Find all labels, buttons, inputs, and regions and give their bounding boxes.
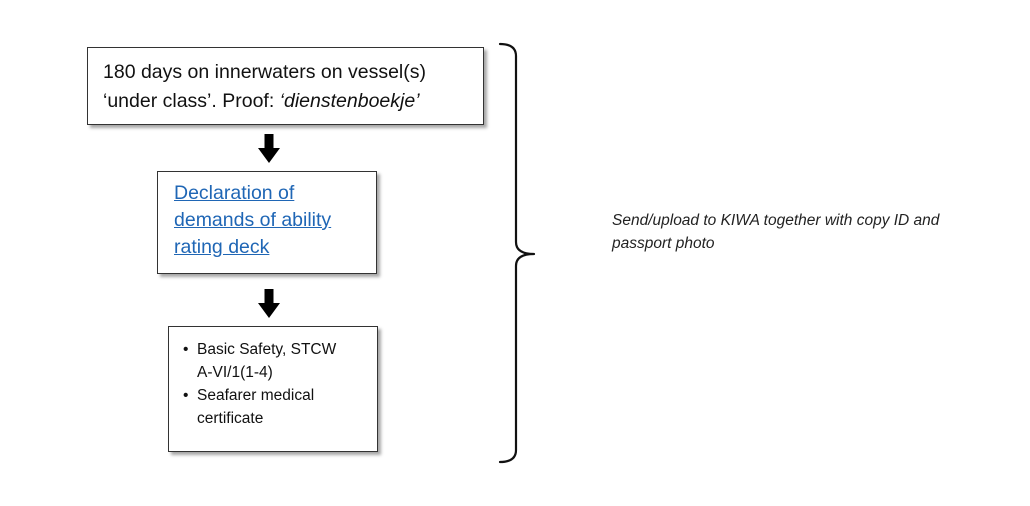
declaration-box: Declaration of demands of ability rating… — [157, 171, 377, 274]
proof-prefix: ‘under class’. Proof: — [103, 90, 280, 112]
down-arrow-icon — [258, 134, 280, 163]
right-brace-icon — [498, 42, 536, 464]
upload-instruction-line-2: passport photo — [612, 235, 715, 252]
upload-instruction-line-1: Send/upload to KIWA together with copy I… — [612, 212, 940, 229]
certificate-line: Basic Safety, STCW — [197, 341, 337, 358]
upload-instruction: Send/upload to KIWA together with copy I… — [612, 209, 1012, 255]
declaration-link-line-1[interactable]: Declaration of — [174, 182, 295, 204]
list-item: • Basic Safety, STCW A-VI/1(1-4) — [181, 338, 369, 384]
bullet-icon: • — [183, 387, 189, 404]
certificates-box: • Basic Safety, STCW A-VI/1(1-4) • Seafa… — [168, 326, 378, 452]
certificate-line: A-VI/1(1-4) — [197, 364, 273, 381]
proof-document-name: ‘dienstenboekje’ — [279, 90, 420, 112]
down-arrow-icon — [258, 289, 280, 318]
declaration-link-line-2[interactable]: demands of ability — [174, 209, 332, 231]
certificates-list: • Basic Safety, STCW A-VI/1(1-4) • Seafa… — [181, 338, 369, 430]
requirement-box-sea-days: 180 days on innerwaters on vessel(s) ‘un… — [87, 47, 484, 125]
list-item: • Seafarer medical certificate — [181, 384, 369, 430]
bullet-icon: • — [183, 341, 189, 358]
sea-days-line-2: ‘under class’. Proof: ‘dienstenboekje’ — [103, 87, 469, 116]
certificate-line: certificate — [197, 410, 264, 427]
certificate-line: Seafarer medical — [197, 387, 315, 404]
declaration-link-line-3[interactable]: rating deck — [174, 236, 270, 258]
sea-days-line-1: 180 days on innerwaters on vessel(s) — [103, 61, 426, 83]
